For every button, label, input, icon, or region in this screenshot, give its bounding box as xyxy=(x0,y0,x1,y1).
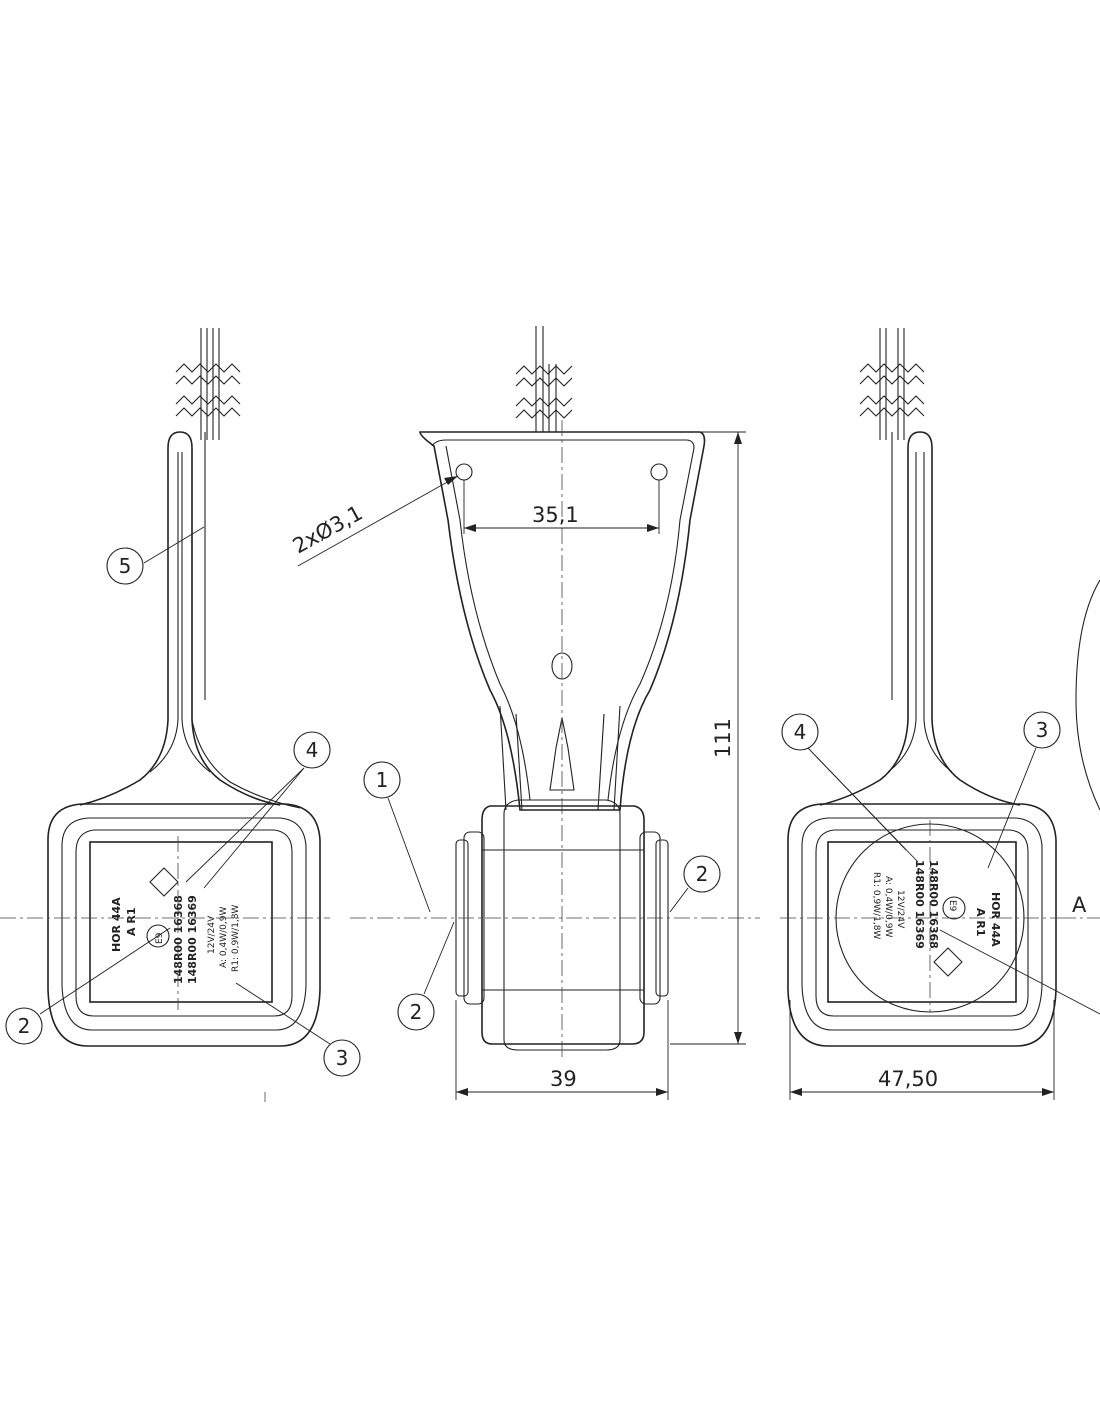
right-approval-1-text: 148R00 16368 xyxy=(927,860,940,949)
left-label-plate: HOR 44A A R1 E9 148R00 16368 148R00 1636… xyxy=(110,867,241,984)
section-marker: A xyxy=(1072,893,1087,917)
left-cable xyxy=(175,328,241,440)
balloon-3-left-label: 3 xyxy=(336,1046,349,1070)
right-power-a-text: A: 0,4W/0,9W xyxy=(883,876,893,937)
balloon-4-left xyxy=(293,731,331,769)
left-function-code-text: A R1 xyxy=(125,908,138,936)
right-arm xyxy=(819,431,1021,806)
balloon-5-label: 5 xyxy=(119,554,132,578)
balloon-2-center-left-label: 2 xyxy=(410,1000,423,1024)
left-e-mark-text: E9 xyxy=(155,932,165,944)
center-view: 35,1 2xØ3,1 111 39 1 xyxy=(289,326,760,1100)
right-model-text: HOR 44A xyxy=(989,892,1002,947)
left-approval-1-text: 148R00 16368 xyxy=(172,895,185,984)
left-housing xyxy=(47,803,321,1047)
balloon-4-right xyxy=(781,713,819,751)
balloon-3-right xyxy=(1023,711,1061,749)
right-voltage-text: 12V/24V xyxy=(895,890,905,929)
right-function-code-text: A R1 xyxy=(974,908,987,936)
right-label-plate: HOR 44A A R1 E9 148R00 16368 148R00 1636… xyxy=(871,860,1002,977)
left-arm xyxy=(79,431,301,809)
left-e-mark-circle xyxy=(146,924,170,948)
right-view: HOR 44A A R1 E9 148R00 16368 148R00 1636… xyxy=(780,328,1100,1100)
width-front-text: 39 xyxy=(550,1067,577,1091)
dim-height: 111 xyxy=(670,431,746,1045)
balloon-2-center-right-label: 2 xyxy=(696,862,709,886)
hole-spacing-text: 35,1 xyxy=(532,503,579,527)
right-cable xyxy=(859,328,925,440)
right-e-mark-text: E9 xyxy=(947,900,957,912)
balloon-1 xyxy=(363,761,401,799)
left-brand-logo-icon xyxy=(149,867,179,897)
right-brand-logo-icon xyxy=(933,947,963,977)
dim-hole-spacing: 35,1 xyxy=(463,480,660,534)
left-voltage-text: 12V/24V xyxy=(207,915,217,954)
balloon-3-left xyxy=(323,1039,361,1077)
left-approval-2-text: 148R00 16369 xyxy=(186,895,199,984)
center-cable xyxy=(515,326,573,432)
balloon-2-left-label: 2 xyxy=(18,1014,31,1038)
right-approval-2-text: 148R00 16369 xyxy=(913,860,926,949)
balloon-5 xyxy=(106,547,144,585)
left-power-r1-text: R1: 0,9W/1,8W xyxy=(231,905,241,972)
right-power-r1-text: R1: 0,9W/1,8W xyxy=(871,872,881,939)
left-power-a-text: A: 0,4W/0,9W xyxy=(219,907,229,968)
detail-circle-arc xyxy=(1075,579,1100,811)
dim-width-front: 39 xyxy=(455,1000,669,1100)
mount-hole-left xyxy=(455,463,473,481)
left-model-text: HOR 44A xyxy=(110,897,123,952)
balloon-2-center-left xyxy=(397,993,435,1031)
height-text: 111 xyxy=(711,718,735,758)
balloon-2-left xyxy=(5,1007,43,1045)
dim-holes: 2xØ3,1 xyxy=(289,475,459,567)
balloon-4-right-label: 4 xyxy=(794,720,807,744)
width-side-text: 47,50 xyxy=(878,1067,938,1091)
right-e-mark-circle xyxy=(942,896,966,920)
dim-width-side: 47,50 xyxy=(789,1000,1055,1100)
balloon-3-right-label: 3 xyxy=(1036,718,1049,742)
balloon-1-label: 1 xyxy=(376,768,389,792)
balloon-2-center-right xyxy=(683,855,721,893)
left-view: HOR 44A A R1 E9 148R00 16368 148R00 1636… xyxy=(0,328,361,1102)
balloon-4-left-label: 4 xyxy=(306,738,319,762)
mount-hole-right xyxy=(650,463,668,481)
